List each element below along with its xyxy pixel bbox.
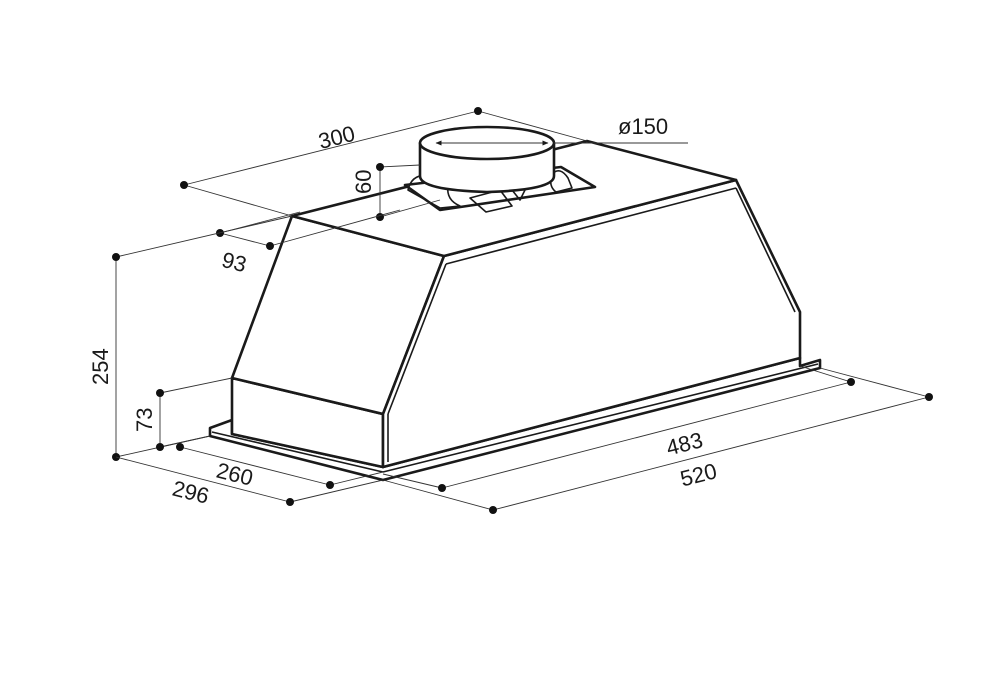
dim-ext-duct-height-top [379,164,421,168]
dim-dot [489,506,497,514]
dim-dot [112,253,120,261]
front-face-inner-edge-left [387,263,447,415]
bottom-frame-edge [211,431,384,473]
dim-ext-total-height-top [115,215,293,258]
dim-ext-body-depth-right [329,471,384,486]
label-duct-diameter: ø150 [618,114,668,139]
dim-ext-body-width-left [382,473,443,489]
dim-ext-flange-height-bottom [159,435,211,448]
dim-dot [266,242,274,250]
label-overall-width: 520 [678,458,720,491]
dim-line-top-depth [183,110,479,186]
dim-ext-top-depth-left [183,184,293,217]
dim-ext-top-depth-right [477,110,588,142]
label-top-depth: 300 [316,121,358,154]
dim-dot [438,484,446,492]
label-duct-height: 60 [351,170,376,194]
dim-ext-flange-height-top [159,377,233,394]
label-total-height: 254 [88,348,113,385]
dim-line-overall-depth [115,456,291,503]
dim-line-body-width [441,381,852,489]
dim-dot [156,443,164,451]
dim-dot [286,498,294,506]
front-face-inner-edge-right [735,187,796,313]
dim-ext-body-width-right [799,365,852,383]
label-body-width: 483 [664,427,706,460]
dim-line-overall-width [492,396,930,511]
dim-dot [176,443,184,451]
dim-dot [925,393,933,401]
dim-ext-overall-width-left [382,479,494,511]
label-body-depth: 260 [214,458,256,491]
dim-dot [376,213,384,221]
dim-ext-duct-height-bottom [379,199,441,218]
dim-line-front-offset [219,232,271,247]
dim-ext-overall-width-right [819,367,930,398]
dim-ext-overall-depth-right [289,479,384,503]
hood-body [208,125,822,482]
dim-dot [180,181,188,189]
dim-dot [474,107,482,115]
dim-dot [376,163,384,171]
dim-dot [847,378,855,386]
label-flange-height: 73 [132,408,157,432]
dim-line-body-depth [179,446,331,486]
dim-ext-front-offset-b [269,209,401,247]
dim-dot [156,389,164,397]
front-face-inner-edge [445,187,737,265]
dim-dot [326,481,334,489]
dimension-lines [112,107,933,514]
label-front-offset: 93 [219,247,249,277]
bottom-frame-edge-right [382,363,819,473]
